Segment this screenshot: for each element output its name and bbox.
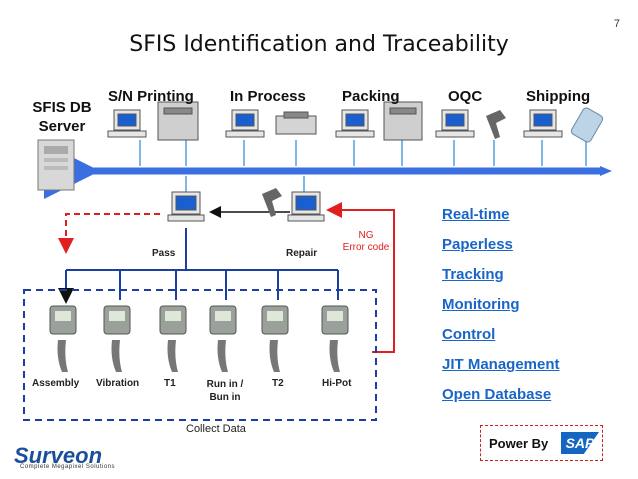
- power-by-label: Power By: [489, 436, 549, 451]
- printer-icon: [383, 101, 423, 141]
- scanner-icon: [262, 110, 506, 217]
- printer-icon: [275, 111, 317, 135]
- station-assembly: Assembly: [32, 378, 80, 389]
- company-tagline: Complete Megapixel Solutions: [20, 464, 116, 470]
- sap-logo: SAP: [561, 432, 599, 454]
- collect-data-label: Collect Data: [186, 423, 246, 435]
- printer-icon: [157, 101, 199, 141]
- repair-label: Repair: [286, 248, 318, 259]
- pass-label: Pass: [152, 248, 176, 259]
- handheld-terminal-icon: [570, 107, 604, 143]
- stage-oqc: OQC: [448, 88, 483, 105]
- feature-paperless: Paperless: [442, 236, 513, 253]
- station-t1: T1: [164, 378, 176, 389]
- server-icon: [37, 139, 75, 191]
- server-label: SFIS DB Server: [32, 99, 92, 135]
- company-logo: Surveon: [14, 443, 103, 468]
- computer-icon: [107, 109, 147, 138]
- stage-packing: Packing: [342, 88, 400, 105]
- computer-icon: [167, 191, 205, 222]
- stage-sn-printing: S/N Printing: [108, 88, 194, 105]
- feature-open-database: Open Database: [442, 386, 552, 403]
- ng-label: NG Error code: [342, 230, 390, 253]
- computer-icon: [287, 191, 325, 222]
- computer-icon: [335, 109, 375, 138]
- page-number: 7: [613, 18, 620, 30]
- station-vibration: Vibration: [96, 378, 140, 389]
- feature-monitoring: Monitoring: [442, 296, 520, 313]
- stage-shipping: Shipping: [526, 88, 591, 105]
- station-run-in: Run in / Bun in: [206, 379, 244, 403]
- station-t2: T2: [272, 378, 284, 389]
- computer-icon: [225, 109, 265, 138]
- slide-title: SFIS Identification and Traceability: [129, 32, 509, 57]
- power-by-box: Power By SAP: [480, 425, 603, 461]
- computer-icon: [523, 109, 563, 138]
- computer-icon: [435, 109, 475, 138]
- feature-control: Control: [442, 326, 496, 343]
- feature-tracking: Tracking: [442, 266, 504, 283]
- feature-real-time: Real-time: [442, 206, 510, 223]
- feature-jit-management: JIT Management: [442, 356, 560, 373]
- station-terminals: [49, 305, 349, 372]
- station-hi-pot: Hi-Pot: [322, 378, 352, 389]
- stage-in-process: In Process: [230, 88, 306, 105]
